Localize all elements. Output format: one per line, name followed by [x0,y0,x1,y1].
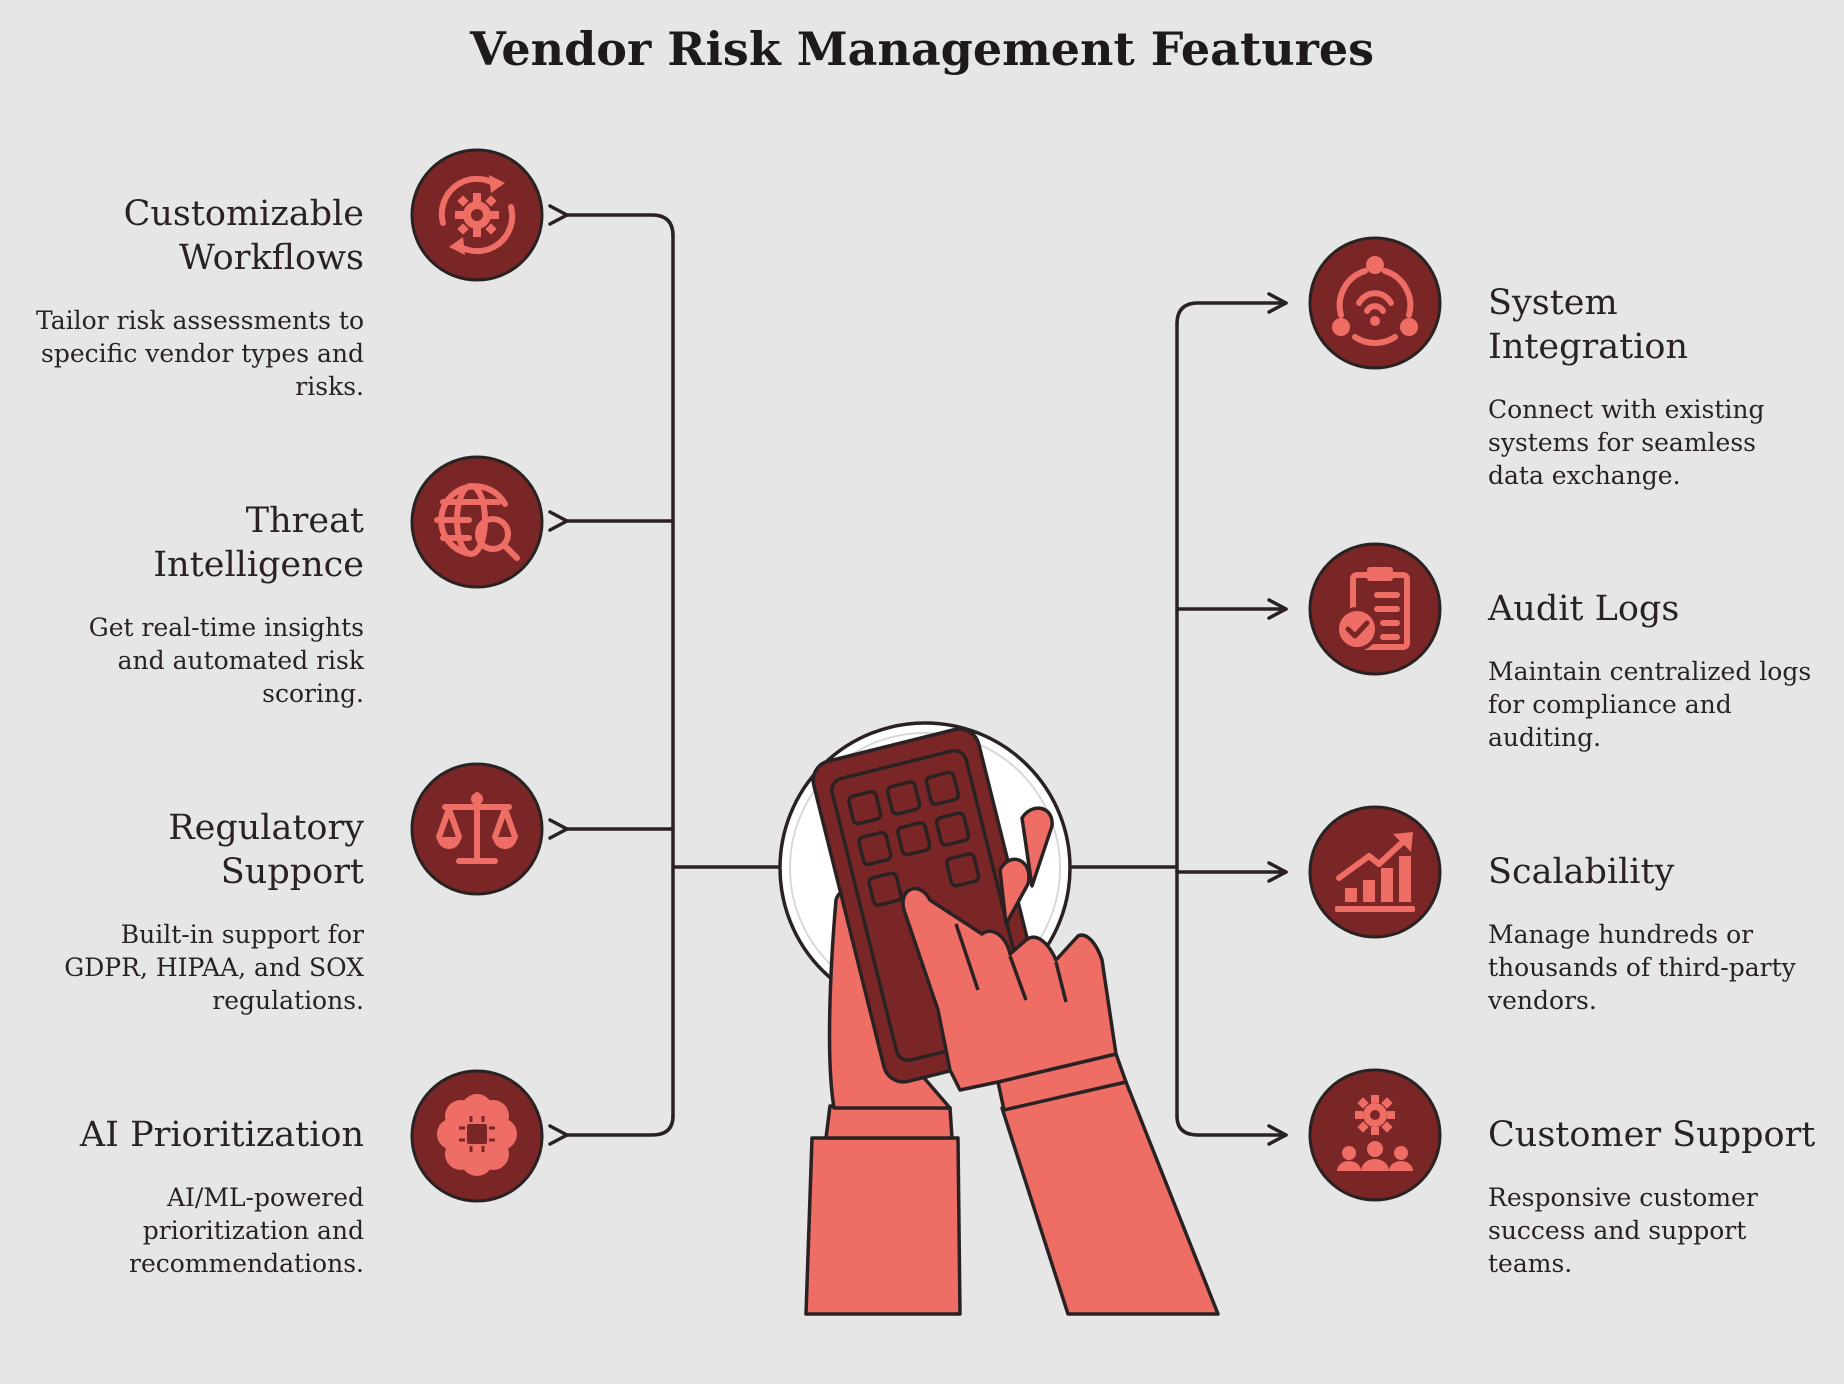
diagram-title: Vendor Risk Management Features [469,22,1375,76]
feature-title: System Integration [1488,283,1689,367]
right-branch-4 [1175,1114,1288,1146]
feature-audit-logs: Audit Logs Maintain centralized logs for… [1488,587,1818,754]
feature-title: Threat Intelligence [153,501,364,585]
feature-threat-intelligence: Threat Intelligence Get real-time insigh… [34,499,364,710]
network-integration-icon [1307,235,1443,371]
feature-title: Audit Logs [1488,589,1680,629]
feature-regulatory-support: Regulatory Support Built-in support for … [34,806,364,1017]
feature-title: Scalability [1488,852,1675,892]
feature-description: AI/ML-powered prioritization and recomme… [129,1183,364,1278]
scales-icon [409,761,545,897]
support-team-icon [1307,1067,1443,1203]
hands-holding-phone-icon [770,710,1240,1320]
feature-description: Maintain centralized logs for compliance… [1488,657,1812,752]
feature-scalability: Scalability Manage hundreds or thousands… [1488,850,1818,1017]
feature-system-integration: System Integration Connect with existing… [1488,281,1818,492]
left-branch-4 [548,1114,675,1146]
gear-cycle-icon [409,147,545,283]
feature-customizable-workflows: Customizable Workflows Tailor risk asses… [34,192,364,403]
growth-chart-icon [1307,804,1443,940]
feature-description: Manage hundreds or thousands of third-pa… [1488,920,1796,1015]
feature-customer-support: Customer Support Responsive customer suc… [1488,1113,1818,1280]
right-branch-1 [1175,292,1288,326]
feature-title: Regulatory Support [168,808,364,892]
feature-title: AI Prioritization [79,1115,364,1155]
ai-brain-chip-icon [409,1068,545,1204]
clipboard-check-icon [1307,541,1443,677]
feature-description: Connect with existing systems for seamle… [1488,395,1765,490]
feature-description: Built-in support for GDPR, HIPAA, and SO… [64,920,364,1015]
left-branch-1 [548,204,675,238]
feature-ai-prioritization: AI Prioritization AI/ML-powered prioriti… [34,1113,364,1280]
feature-description: Get real-time insights and automated ris… [88,613,364,708]
globe-search-icon [409,454,545,590]
feature-title: Customizable Workflows [123,194,364,278]
feature-description: Tailor risk assessments to specific vend… [36,306,364,401]
feature-title: Customer Support [1488,1115,1816,1155]
feature-description: Responsive customer success and support … [1488,1183,1758,1278]
